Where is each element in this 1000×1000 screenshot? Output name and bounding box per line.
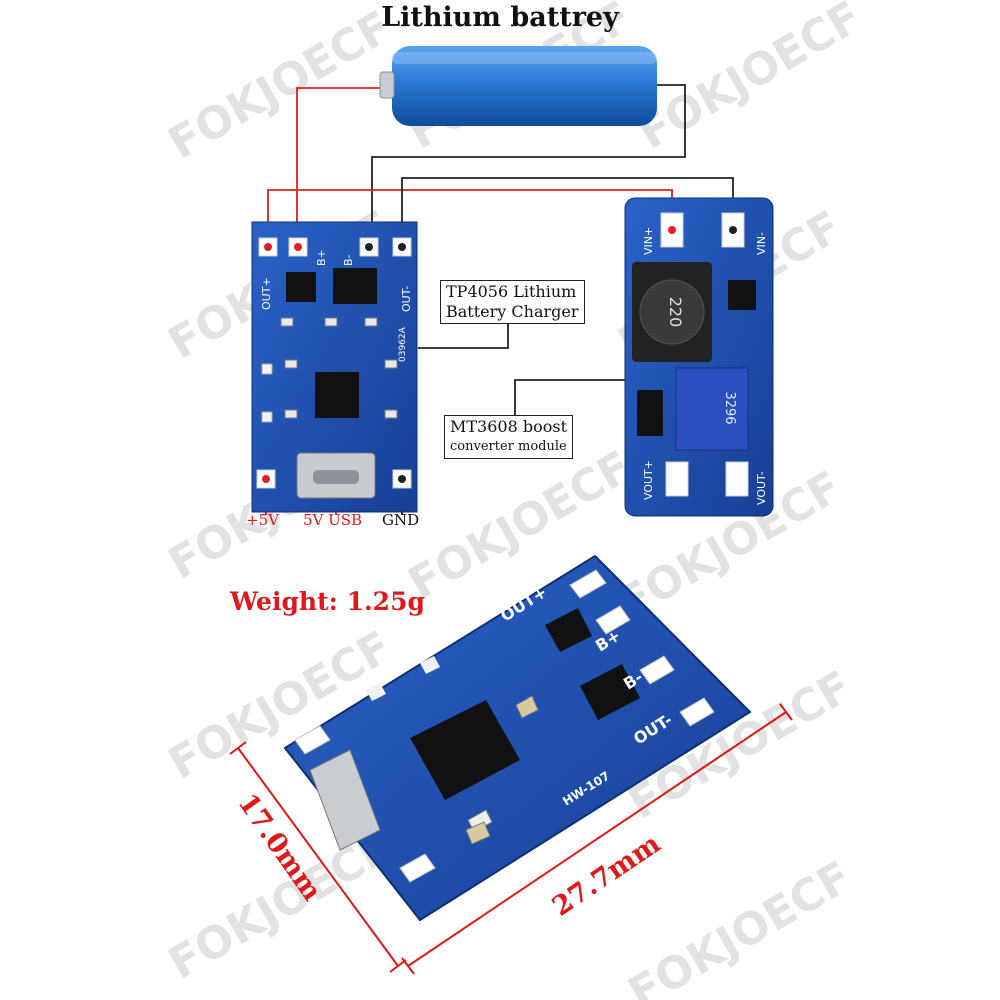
tp4056-board-angled: OUT+ B+ B- OUT- HW-107: [283, 554, 752, 922]
label-vout-minus: VOUT-: [755, 471, 768, 505]
pot-label: 3296: [722, 391, 737, 424]
label-vout-plus: VOUT+: [642, 460, 655, 500]
mt3608-board: 220 3296 VIN+ VIN- VOUT+ VOUT-: [624, 197, 774, 517]
pin-label-plus5v: +5V: [246, 511, 279, 529]
label-out-plus: OUT+: [260, 277, 273, 310]
mt3608-callout-line1: MT3608 boost: [450, 417, 568, 436]
chip-mosfet: [333, 268, 377, 304]
label-vin-plus: VIN+: [642, 227, 655, 255]
dimension-lines: [229, 703, 793, 975]
callout-leader-mt3608: [514, 379, 636, 425]
label-b-minus: B-: [342, 254, 355, 266]
lithium-battery: [379, 46, 657, 126]
tp4056-callout: TP4056 Lithium Battery Charger: [440, 280, 585, 324]
dimension-line-length: [407, 711, 787, 967]
dimension-line-width: [237, 747, 399, 967]
pin-label-gnd: GND: [382, 511, 420, 529]
wire-battery-plus: [296, 87, 390, 248]
weight-label: Weight: 1.25g: [230, 587, 425, 616]
label-b-plus: B+: [315, 249, 328, 266]
watermark-text: FOKJOECF: [620, 851, 860, 1000]
trimmer-pot: [675, 367, 749, 451]
page-title: Lithium battrey: [381, 2, 619, 33]
chip-mt3608: [728, 280, 756, 310]
chip-tp4056: [315, 372, 359, 418]
diode: [637, 390, 663, 436]
label-out-minus: OUT-: [400, 286, 413, 312]
wire-battery-minus: [371, 84, 686, 248]
tp4056-callout-line1: TP4056 Lithium: [446, 282, 577, 301]
pin-label-usb: 5V USB: [303, 511, 363, 529]
pad-out-plus-angled: [569, 569, 607, 599]
label-part: 03962A: [398, 326, 408, 362]
mt3608-callout: MT3608 boost converter module: [444, 415, 574, 459]
micro-usb-port-angled: [309, 749, 381, 851]
mt3608-callout-line2: converter module: [450, 439, 567, 454]
tp4056-callout-line2: Battery Charger: [446, 302, 579, 321]
inductor-label: 220: [666, 297, 685, 328]
tp4056-board-top: OUT+ OUT- B+ B- 03962A: [251, 221, 418, 513]
chip-tp4056-angled: [410, 700, 520, 800]
label-vin-minus: VIN-: [755, 232, 768, 255]
chip-dw01: [286, 272, 316, 302]
